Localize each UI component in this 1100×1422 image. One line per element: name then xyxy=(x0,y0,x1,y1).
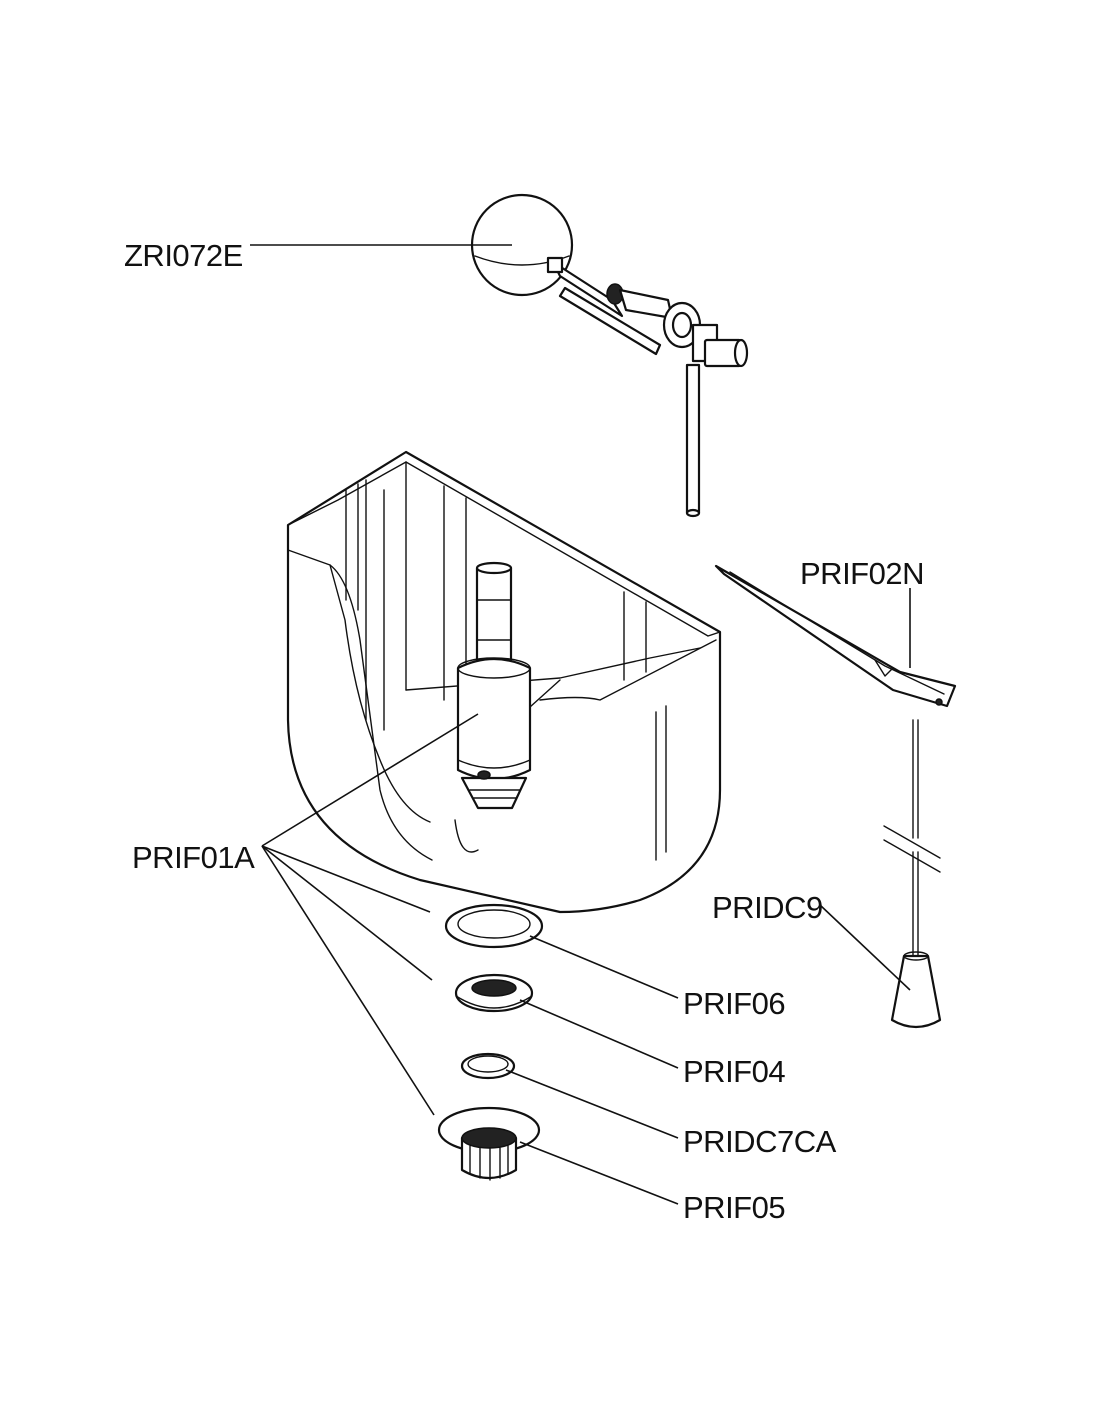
label-lift-rod: PRIDC9 xyxy=(712,890,823,925)
nut-part xyxy=(437,1106,541,1181)
seal-ring-inner xyxy=(467,1055,509,1073)
gasket-inner xyxy=(457,909,531,939)
lift-rod-assembly xyxy=(883,719,942,1029)
tank-outlet xyxy=(454,819,479,853)
leader-seal-ring xyxy=(505,1069,679,1139)
flush-valve-base-thread xyxy=(469,789,521,799)
float-arm-pivot xyxy=(546,256,564,274)
label-nut: PRIF05 xyxy=(683,1190,785,1225)
slot-right xyxy=(655,705,667,861)
seal-ring-part xyxy=(460,1052,516,1080)
float-arm-lower xyxy=(558,286,662,356)
nut-threads xyxy=(461,1127,517,1149)
lever-arm-edge xyxy=(729,571,945,695)
label-gasket: PRIF06 xyxy=(683,986,785,1021)
washer-part xyxy=(454,973,534,1013)
label-seal-ring: PRIDC7CA xyxy=(683,1124,837,1159)
leader-washer xyxy=(519,999,679,1069)
rib-left-outer xyxy=(345,483,359,611)
lever-arm-assembly xyxy=(714,564,957,708)
rib-center xyxy=(443,485,467,701)
washer-inner xyxy=(471,979,517,997)
lever-arm-notch xyxy=(874,659,894,677)
tank-front-inner xyxy=(329,564,431,823)
flush-valve-body xyxy=(456,658,532,780)
leader-flush-valve-1 xyxy=(261,713,479,847)
label-washer: PRIF04 xyxy=(683,1054,785,1089)
leader-lift-rod xyxy=(819,904,911,991)
gasket-outer xyxy=(444,903,544,949)
overflow-tube-top xyxy=(475,561,513,575)
nut-grip-ribs xyxy=(469,1145,509,1181)
lift-rod-lower xyxy=(912,851,919,956)
leader-gasket xyxy=(529,935,679,999)
lift-rod-break-2 xyxy=(883,839,941,873)
washer-edge xyxy=(455,995,533,1009)
valve-body xyxy=(618,288,674,320)
cistern-tank xyxy=(286,450,722,914)
leader-nut xyxy=(519,1141,679,1205)
supply-tube-end xyxy=(685,508,701,518)
gasket-part xyxy=(444,903,544,949)
seal-ring-outer xyxy=(460,1052,516,1080)
label-float-valve: ZRI072E xyxy=(124,238,243,273)
label-flush-valve: PRIF01A xyxy=(132,840,255,875)
rib-right xyxy=(623,591,647,681)
leader-flush-valve-4 xyxy=(261,845,435,1116)
lever-arm-hole xyxy=(935,698,943,706)
nut-body xyxy=(460,1136,518,1180)
flush-valve-base xyxy=(460,776,528,810)
flush-valve-band xyxy=(457,759,531,769)
leader-flush-valve-3 xyxy=(261,845,433,981)
leader-lines xyxy=(250,244,911,1205)
label-lever-arm: PRIF02N xyxy=(800,556,924,591)
tank-front-edge xyxy=(287,549,433,861)
supply-tube xyxy=(685,363,701,515)
part-labels: ZRI072E PRIF02N PRIF01A PRIDC9 PRIF06 PR… xyxy=(124,238,924,1225)
overflow-tube-marks xyxy=(476,599,512,641)
lift-rod-stopper xyxy=(890,954,942,1029)
float-valve-assembly xyxy=(470,193,749,518)
tank-front-top xyxy=(539,639,717,701)
lift-rod-stopper-top xyxy=(903,951,929,961)
lift-rod-break-1 xyxy=(883,825,941,859)
flush-valve-clip xyxy=(477,770,491,780)
flush-valve-top xyxy=(457,657,531,679)
valve-inlet-end xyxy=(733,338,749,368)
leader-flush-valve-2 xyxy=(261,845,431,913)
valve-collar-inner xyxy=(671,311,693,339)
